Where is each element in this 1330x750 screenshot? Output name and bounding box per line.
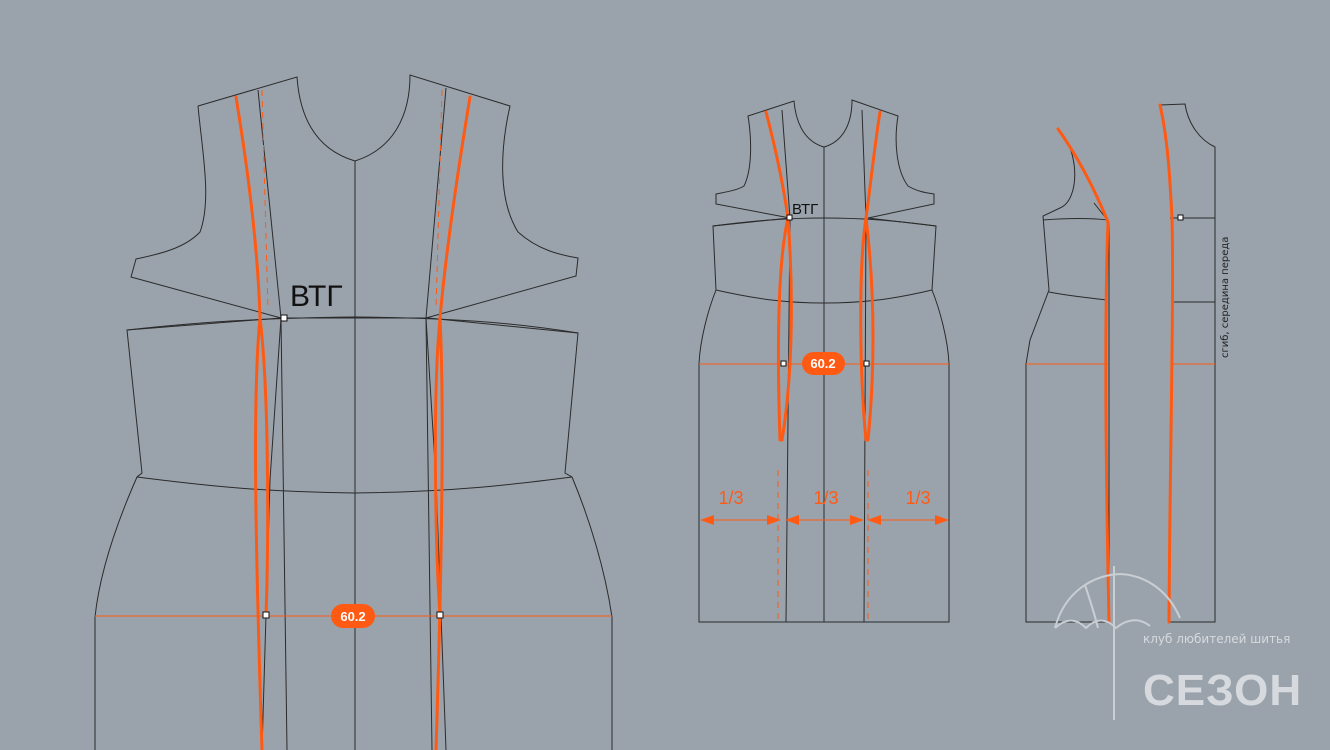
center-front-piece: сгиб, середина переда xyxy=(1158,103,1231,624)
fraction-label-1: 1/3 xyxy=(718,488,743,508)
large-measure-badge: 60.2 xyxy=(331,604,375,628)
center-piece-seam xyxy=(1158,103,1175,624)
medium-bust-point-label: ВТГ xyxy=(792,201,818,218)
large-princess-line-left xyxy=(234,95,264,750)
large-bust-point-label: ВТГ xyxy=(290,280,343,313)
side-front-piece xyxy=(1025,127,1111,624)
medium-outline xyxy=(698,99,950,623)
medium-princess-line-left xyxy=(764,110,790,442)
brand-watermark: клуб любителей шитья СЕЗОН xyxy=(1054,566,1302,720)
large-bust-point-marker xyxy=(280,314,288,322)
side-piece-seam-left xyxy=(1056,127,1111,624)
brand-tagline: клуб любителей шитья xyxy=(1143,632,1290,646)
fold-note: сгиб, середина переда xyxy=(1220,237,1231,358)
large-waist-line xyxy=(136,476,573,494)
medium-measure-value: 60.2 xyxy=(810,356,835,371)
fraction-label-2: 1/3 xyxy=(813,488,838,508)
large-measure-value: 60.2 xyxy=(340,609,365,624)
medium-princess-line-right xyxy=(859,110,882,442)
large-outline xyxy=(94,74,613,750)
umbrella-icon xyxy=(1054,566,1181,720)
medium-measure-badge: 60.2 xyxy=(802,352,845,375)
large-princess-line-right xyxy=(434,95,472,750)
large-bodice-pattern: ВТГ 60.2 xyxy=(94,74,613,750)
thirds-dimension: 1/3 1/3 1/3 xyxy=(700,488,949,525)
medium-dress-pattern: ВТГ 60.2 1/3 1/3 1/3 xyxy=(698,99,950,623)
brand-name: СЕЗОН xyxy=(1143,666,1302,715)
fraction-label-3: 1/3 xyxy=(905,488,930,508)
